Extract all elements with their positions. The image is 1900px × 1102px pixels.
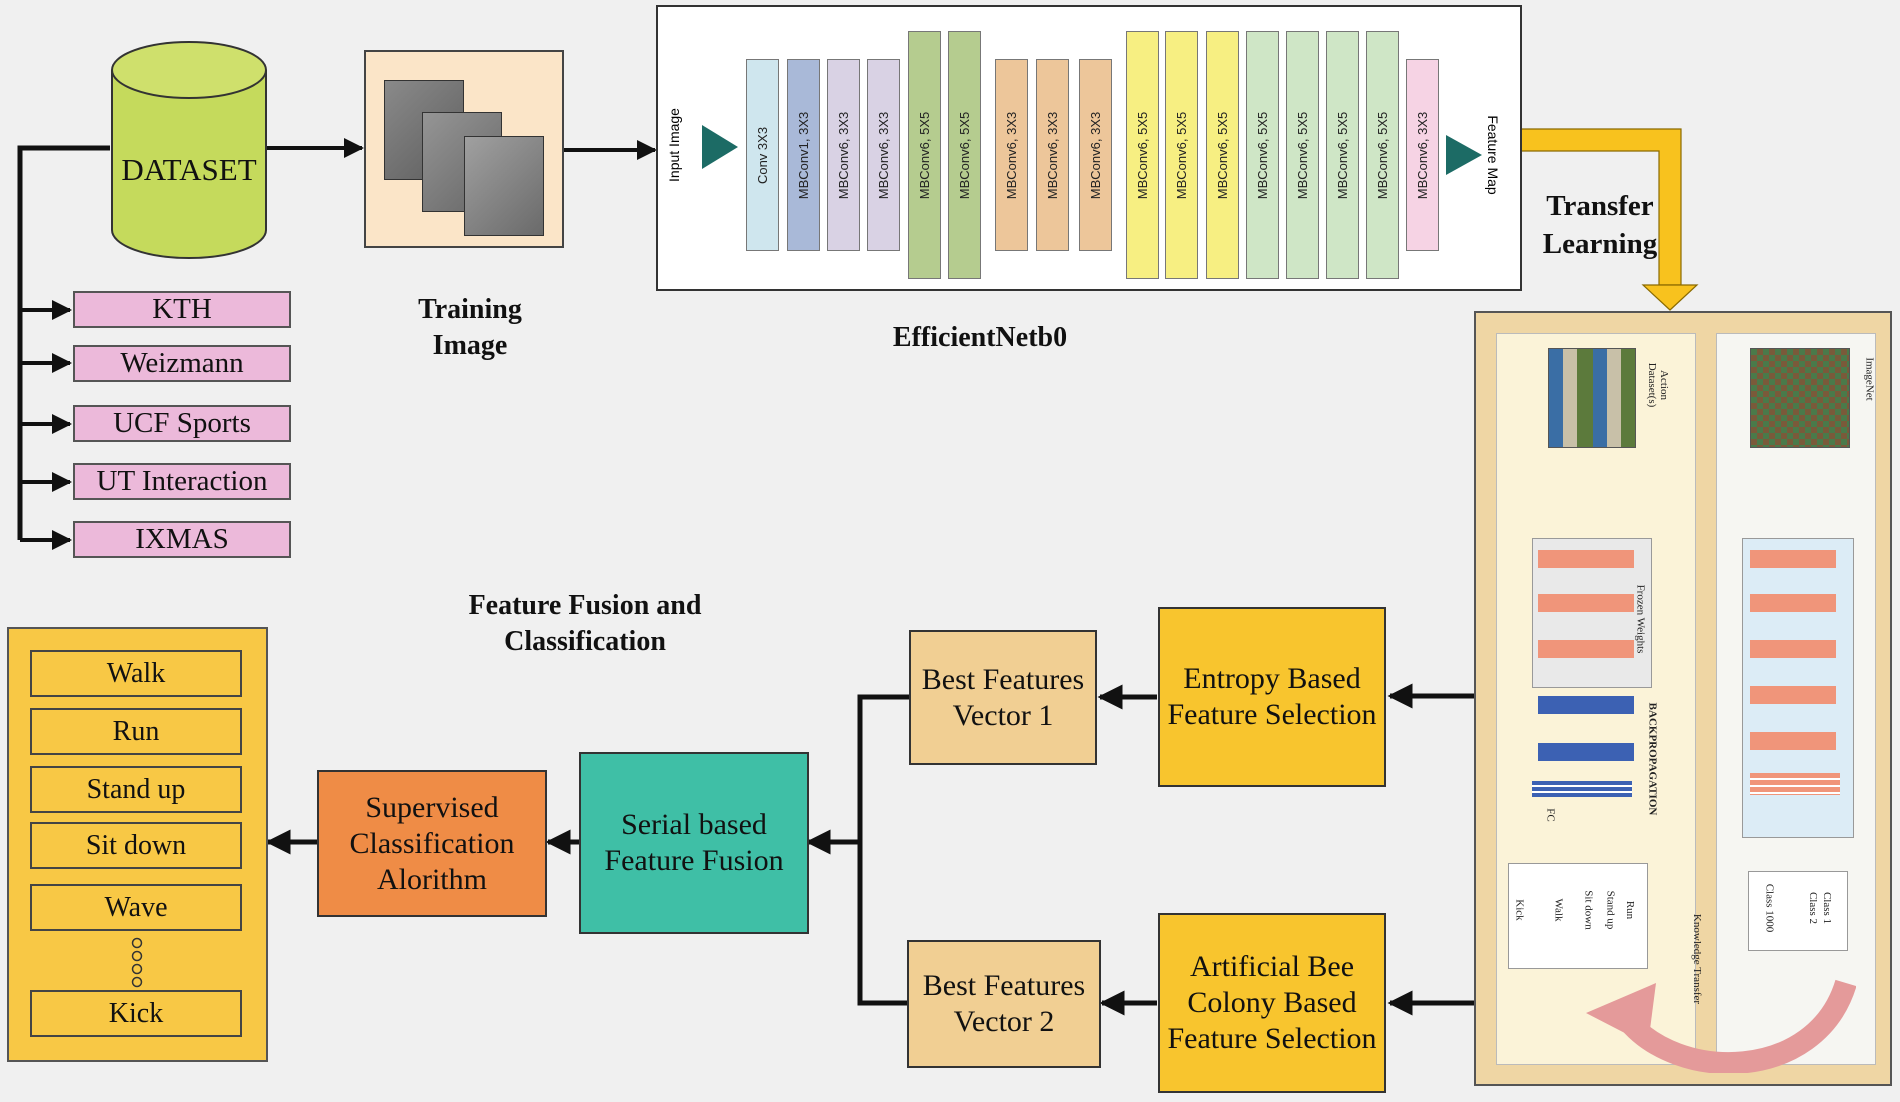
knowledge-transfer-arrow-icon bbox=[1586, 979, 1856, 1073]
feature-fusion-title: Feature Fusion and Classification bbox=[468, 590, 702, 658]
action-fc-layer bbox=[1532, 781, 1632, 797]
layer-10: MBConv6, 5X5 bbox=[1126, 31, 1159, 279]
layer-11: MBConv6, 5X5 bbox=[1165, 31, 1198, 279]
serial-feature-fusion: Serial based Feature Fusion bbox=[579, 752, 809, 934]
layer-1: Conv 3X3 bbox=[746, 59, 779, 251]
layer-4: MBConv6, 3X3 bbox=[867, 59, 900, 251]
fc-label: FC bbox=[1544, 808, 1557, 822]
layer-label: MBConv6, 5X5 bbox=[1375, 111, 1390, 199]
layer-label: MBConv6, 3X3 bbox=[1415, 111, 1430, 199]
layer-label: MBConv6, 3X3 bbox=[1045, 111, 1060, 199]
layer-label: MBConv6, 3X3 bbox=[1088, 111, 1103, 199]
class-run: Run bbox=[1624, 900, 1637, 920]
imagenet-conv-3 bbox=[1750, 640, 1836, 658]
action-conv-3 bbox=[1538, 640, 1634, 658]
layer-label: MBConv6, 3X3 bbox=[876, 111, 891, 199]
input-image-label: Input Image bbox=[666, 108, 682, 182]
backpropagation-label: BACKPROPAGATION bbox=[1646, 702, 1659, 816]
layer-label: MBConv6, 3X3 bbox=[836, 111, 851, 199]
training-image-label: Training Image bbox=[418, 294, 522, 362]
training-image-panel bbox=[364, 50, 564, 248]
layer-label: MBConv1, 3X3 bbox=[796, 111, 811, 199]
input-arrow-icon bbox=[702, 125, 738, 169]
efficientnet-panel: Input Image Conv 3X3 MBConv1, 3X3 MBConv6,… bbox=[656, 5, 1522, 291]
class-kick: Kick bbox=[1513, 899, 1526, 921]
dataset-label: DATASET bbox=[121, 152, 257, 187]
imagenet-conv-4 bbox=[1750, 686, 1836, 704]
efficientnet-title: EfficientNetb0 bbox=[892, 322, 1068, 353]
layer-label: MBConv6, 3X3 bbox=[1004, 111, 1019, 199]
layer-8: MBConv6, 3X3 bbox=[1036, 59, 1069, 251]
output-arrow-icon bbox=[1446, 135, 1482, 175]
layer-12: MBConv6, 5X5 bbox=[1206, 31, 1239, 279]
transfer-learning-label: Transfer Learning bbox=[1542, 190, 1658, 260]
dataset-cylinder: DATASET bbox=[110, 40, 268, 260]
entropy-feature-selection: Entropy Based Feature Selection bbox=[1158, 607, 1386, 787]
action-conv-1 bbox=[1538, 550, 1634, 568]
abc-feature-selection: Artificial Bee Colony Based Feature Sele… bbox=[1158, 913, 1386, 1093]
layer-label: MBConv6, 5X5 bbox=[1295, 111, 1310, 199]
layer-label: MBConv6, 5X5 bbox=[1174, 111, 1189, 199]
supervised-classification: Supervised Classification Alorithm bbox=[317, 770, 547, 917]
action-dataset-thumbnails bbox=[1548, 348, 1636, 448]
dataset-item-ut-interaction: UT Interaction bbox=[73, 463, 291, 500]
action-dataset-label: Action Dataset(s) bbox=[1646, 362, 1670, 408]
imagenet-conv-5 bbox=[1750, 732, 1836, 750]
class-sit-down: Sit down bbox=[1582, 890, 1595, 930]
best-features-vector-1: Best Features Vector 1 bbox=[909, 630, 1097, 765]
layer-17: MBConv6, 3X3 bbox=[1406, 59, 1439, 251]
layer-5: MBConv6, 5X5 bbox=[908, 31, 941, 279]
layer-16: MBConv6, 5X5 bbox=[1366, 31, 1399, 279]
imagenet-classes-box: Class 1 Class 2 Class 1000 bbox=[1748, 871, 1848, 951]
layer-label: MBConv6, 5X5 bbox=[917, 111, 932, 199]
imagenet-conv-1 bbox=[1750, 550, 1836, 568]
class-item-kick: Kick bbox=[30, 990, 242, 1037]
class-1: Class 1 bbox=[1821, 891, 1834, 925]
class-item-run: Run bbox=[30, 708, 242, 755]
ellipsis-icon bbox=[131, 937, 143, 988]
imagenet-fc-layer bbox=[1750, 773, 1840, 795]
class-item-sit-down: Sit down bbox=[30, 822, 242, 869]
class-1000: Class 1000 bbox=[1763, 883, 1776, 933]
layer-label: MBConv6, 5X5 bbox=[1215, 111, 1230, 199]
layer-6: MBConv6, 5X5 bbox=[948, 31, 981, 279]
action-classes-box: Kick Walk Sit down Stand up Run bbox=[1508, 863, 1648, 969]
class-2: Class 2 bbox=[1807, 891, 1820, 925]
best-features-vector-2: Best Features Vector 2 bbox=[907, 940, 1101, 1068]
action-frame-3 bbox=[464, 136, 544, 236]
frozen-weights-label: Frozen Weights bbox=[1634, 584, 1647, 654]
imagenet-conv-2 bbox=[1750, 594, 1836, 612]
imagenet-thumbnails bbox=[1750, 348, 1850, 448]
layer-label: MBConv6, 5X5 bbox=[1255, 111, 1270, 199]
transfer-panel: Action Dataset(s) Frozen Weights FC BACK… bbox=[1474, 311, 1892, 1086]
layer-2: MBConv1, 3X3 bbox=[787, 59, 820, 251]
class-item-stand-up: Stand up bbox=[30, 766, 242, 813]
layer-label: Conv 3X3 bbox=[755, 126, 770, 184]
layer-3: MBConv6, 3X3 bbox=[827, 59, 860, 251]
class-walk: Walk bbox=[1552, 898, 1565, 922]
class-stand-up: Stand up bbox=[1604, 890, 1617, 930]
layer-13: MBConv6, 5X5 bbox=[1246, 31, 1279, 279]
cylinder-shape bbox=[111, 41, 267, 259]
dataset-item-ucf-sports: UCF Sports bbox=[73, 405, 291, 442]
dataset-item-ixmas: IXMAS bbox=[73, 521, 291, 558]
layer-label: MBConv6, 5X5 bbox=[957, 111, 972, 199]
layer-15: MBConv6, 5X5 bbox=[1326, 31, 1359, 279]
class-item-walk: Walk bbox=[30, 650, 242, 697]
action-conv-5 bbox=[1538, 743, 1634, 761]
layer-7: MBConv6, 3X3 bbox=[995, 59, 1028, 251]
class-item-wave: Wave bbox=[30, 884, 242, 931]
layer-14: MBConv6, 5X5 bbox=[1286, 31, 1319, 279]
feature-map-label: Feature Map bbox=[1485, 115, 1501, 195]
layer-9: MBConv6, 3X3 bbox=[1079, 59, 1112, 251]
layer-label: MBConv6, 5X5 bbox=[1335, 111, 1350, 199]
dataset-item-kth: KTH bbox=[73, 291, 291, 328]
action-conv-2 bbox=[1538, 594, 1634, 612]
dataset-item-weizmann: Weizmann bbox=[73, 345, 291, 382]
layer-label: MBConv6, 5X5 bbox=[1135, 111, 1150, 199]
imagenet-label: ImageNet bbox=[1863, 357, 1876, 401]
action-conv-4 bbox=[1538, 696, 1634, 714]
